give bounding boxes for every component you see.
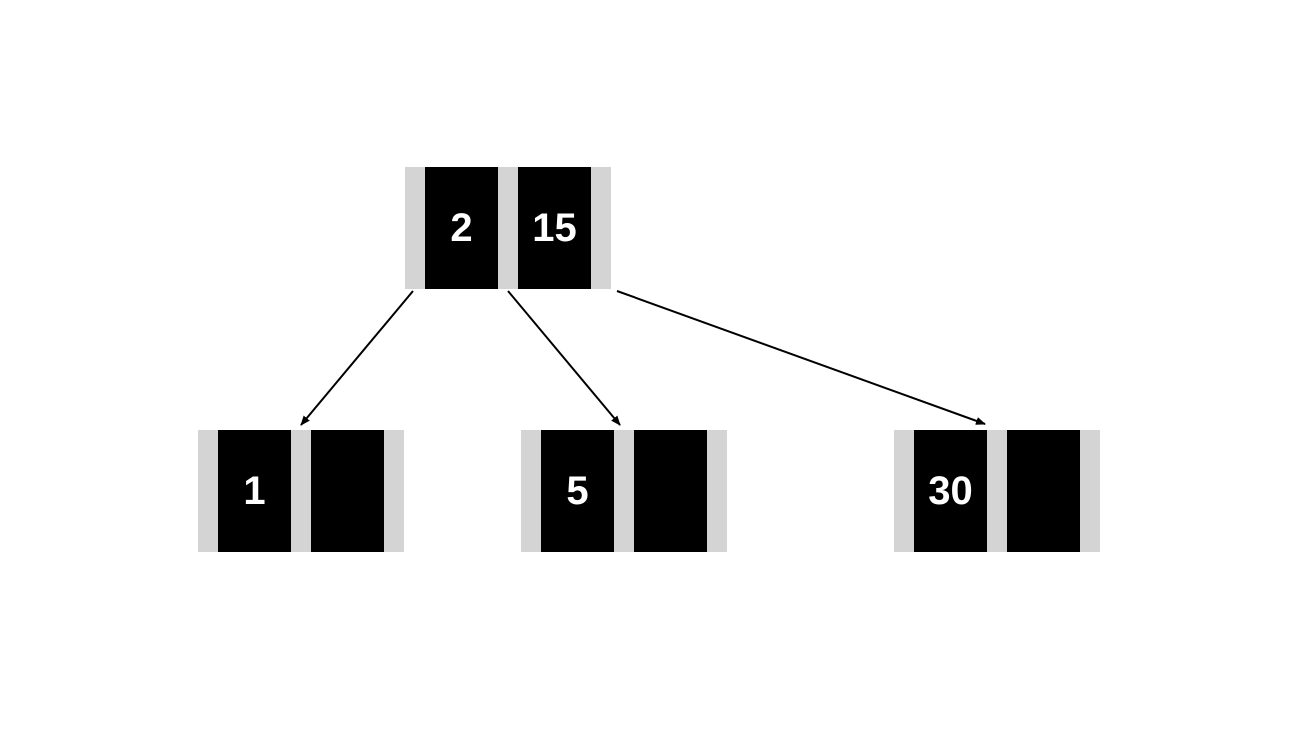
child-0-key-0: 1 [218,430,291,552]
root-pointer-0 [405,167,425,289]
child-0-pointer-2 [384,430,404,552]
child-0-key-1 [311,430,384,552]
child-1-pointer-0 [521,430,541,552]
root-key-1: 15 [518,167,591,289]
child-2-pointer-1 [987,430,1007,552]
child-node-1: 5 [521,430,727,552]
child-0-pointer-0 [198,430,218,552]
child-2-pointer-0 [894,430,914,552]
child-1-pointer-1 [614,430,634,552]
child-1-pointer-2 [707,430,727,552]
edge-root-to-child-0 [300,290,414,426]
root-pointer-2 [591,167,611,289]
child-2-pointer-2 [1080,430,1100,552]
child-2-key-0: 30 [914,430,987,552]
child-1-key-0: 5 [541,430,614,552]
root-pointer-1 [498,167,518,289]
child-node-0: 1 [198,430,404,552]
child-1-key-1 [634,430,707,552]
root-key-0: 2 [425,167,498,289]
root-node: 2 15 [405,167,611,289]
edge-root-to-child-2 [616,290,986,425]
edge-root-to-child-1 [507,290,621,426]
child-2-key-1 [1007,430,1080,552]
child-0-pointer-1 [291,430,311,552]
child-node-2: 30 [894,430,1100,552]
